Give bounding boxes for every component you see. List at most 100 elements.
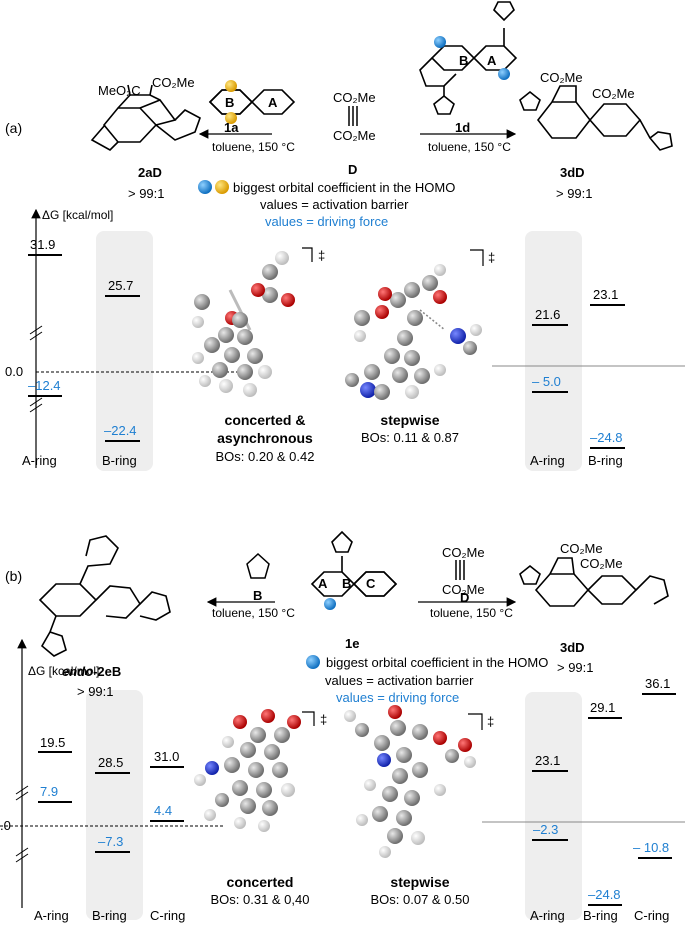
- panel-b-right-a-driving: –2.3: [533, 822, 559, 837]
- panel-b-left-conditions: toluene, 150 °C: [212, 606, 295, 620]
- panel-b-legend-driving: values = driving force: [336, 690, 460, 705]
- panel-b-alkyne-D: [455, 560, 465, 580]
- panel-a-left-a-driving: –12.4: [28, 378, 61, 393]
- panel-b-ts-right-title: stepwise: [390, 874, 450, 890]
- panel-a-ts-right-title: stepwise: [380, 412, 440, 428]
- panel-b-ts-brackets: [302, 711, 483, 730]
- panel-b-right-product-label: 3dD: [560, 640, 585, 655]
- panel-a-right-ester-1: CO₂Me: [540, 70, 583, 85]
- panel-a-reactant-1a-label: 1a: [224, 120, 239, 135]
- panel-a-ts-left-molecule: [192, 251, 295, 397]
- panel-b-label: (b): [5, 568, 23, 584]
- panel-a-zero-label: 0.0: [5, 364, 24, 379]
- panel-a-1d-orbital-lobes: [434, 36, 510, 80]
- panel-b-ts-left-bos: BOs: 0.31 & 0,40: [210, 892, 310, 907]
- panel-a-legend-driving: values = driving force: [265, 214, 389, 229]
- panel-a-ts-brackets: [302, 247, 484, 266]
- panel-b-right-a-ring-label: A-ring: [530, 908, 565, 923]
- panel-a-left-a-barrier: 31.9: [30, 237, 56, 252]
- panel-a-ts-left-bos: BOs: 0.20 & 0.42: [215, 449, 315, 464]
- panel-b-left-ts-ddagger: ‡: [320, 712, 328, 727]
- panel-a-ring-b-label: B: [225, 95, 235, 110]
- panel-a-reactant-1d-structure: [419, 1, 518, 115]
- panel-b-left-a-ring-label: A-ring: [34, 908, 69, 923]
- panel-b-left-a-barrier: 19.5: [40, 735, 66, 750]
- panel-b-left-c-barrier: 31.0: [154, 749, 180, 764]
- panel-b-energy-levels: [38, 693, 676, 906]
- panel-a-right-product-label: 3dD: [560, 165, 585, 180]
- panel-a-right-product-structure: [519, 85, 673, 151]
- panel-a-right-conditions: toluene, 150 °C: [428, 140, 511, 154]
- panel-b-legend-lobe: [306, 655, 320, 669]
- panel-a-alkyne-bottom-ester: CO₂Me: [333, 128, 376, 143]
- panel-b-right-b-barrier: 29.1: [590, 700, 616, 715]
- panel-a-right-b-ring-label: B-ring: [588, 453, 623, 468]
- panel-b-ring-c-label: C: [366, 576, 376, 591]
- panel-b-left-c-ring-label: C-ring: [150, 908, 186, 923]
- panel-b-right-ts-ddagger: ‡: [487, 714, 495, 729]
- panel-a-right-ratio: > 99:1: [556, 186, 593, 201]
- panel-a-legend-text: biggest orbital coefficient in the HOMO: [233, 180, 456, 195]
- panel-a-ts-right-molecule: [345, 264, 482, 400]
- panel-a-axis-label: ΔG [kcal/mol]: [42, 208, 114, 222]
- panel-a-ts-right-bos: BOs: 0.11 & 0.87: [360, 430, 460, 445]
- panel-a-left-a-ring-label: A-ring: [22, 453, 57, 468]
- panel-b-reactant-1e-structure: [310, 530, 398, 597]
- panel-b-maleic-anhydride: [246, 552, 270, 579]
- panel-a-legend-barrier: values = activation barrier: [260, 197, 409, 212]
- panel-b-left-b-barrier: 28.5: [98, 755, 124, 770]
- panel-b-zero-label: .0: [0, 818, 11, 833]
- panel-a-right-ester-2: CO₂Me: [592, 86, 635, 101]
- panel-a-right-a-barrier: 21.6: [535, 307, 561, 322]
- panel-a-left-b-driving: –22.4: [104, 423, 137, 438]
- panel-a-left-ester-2: CO₂Me: [152, 75, 195, 90]
- panel-b-left-b-ring-band: [86, 690, 143, 920]
- panel-a-left-b-ring-band: [96, 231, 153, 471]
- panel-a-left-axis: [29, 208, 43, 468]
- panel-b-right-c-barrier: 36.1: [645, 676, 671, 691]
- panel-a-left-conditions: toluene, 150 °C: [212, 140, 295, 154]
- panel-b-left-product-structure: [38, 535, 171, 657]
- panel-b-right-c-driving: – 10.8: [633, 840, 670, 855]
- panel-b-ts-left-title: concerted: [226, 874, 294, 890]
- panel-b-axis-label: ΔG [kcal/mol]: [28, 664, 100, 678]
- panel-a-ts-left-title-2: asynchronous: [217, 430, 313, 446]
- panel-b-right-a-barrier: 23.1: [535, 753, 561, 768]
- panel-b-ts-right-bos: BOs: 0.07 & 0.50: [370, 892, 470, 907]
- panel-b-alkyne-top-ester: CO₂Me: [442, 545, 485, 560]
- panel-b-left-product-suffix: -2eB: [93, 664, 122, 679]
- panel-b-left-c-driving: 4.4: [154, 803, 173, 818]
- panel-b-left-axis: [15, 638, 29, 908]
- panel-b-reactant-1e-label: 1e: [345, 636, 360, 651]
- panel-b-right-product-structure: [519, 557, 669, 607]
- panel-b-ts-right-molecule: [344, 705, 476, 858]
- panel-b-reagent-d-label: D: [460, 590, 470, 605]
- panel-b-legend-text: biggest orbital coefficient in the HOMO: [326, 655, 549, 670]
- panel-a-right-a-ring-band: [525, 231, 582, 471]
- panel-b-ring-b-label: B: [342, 576, 352, 591]
- panel-a-left-product-label: 2aD: [138, 165, 162, 180]
- panel-a-energy-levels: [28, 254, 625, 449]
- panel-b-reagent-b-label: B: [253, 588, 263, 603]
- panel-b-left-product-label: endo-2eB: [62, 664, 121, 679]
- panel-b-ts-left-molecule: [194, 709, 301, 832]
- panel-b-legend-barrier: values = activation barrier: [325, 673, 474, 688]
- panel-a-ring-a-label: A: [268, 95, 278, 110]
- panel-a-left-b-barrier: 25.7: [108, 278, 134, 293]
- panel-a-ts-left-title-1: concerted &: [224, 412, 306, 428]
- panel-a-legend-lobes: [198, 180, 229, 194]
- panel-a-reagent-d-label: D: [348, 162, 358, 177]
- panel-a-right-a-ring-label: A-ring: [530, 453, 565, 468]
- panel-a-left-ester-1: MeO₂C: [98, 83, 141, 98]
- panel-a-reactant-1d-label: 1d: [455, 120, 471, 135]
- panel-b-right-b-ring-label: B-ring: [583, 908, 618, 923]
- panel-a-alkyne-D: [348, 106, 358, 126]
- panel-b-left-a-driving: 7.9: [40, 784, 59, 799]
- panel-a-right-b-barrier: 23.1: [593, 287, 619, 302]
- panel-b-ring-a-label: A: [318, 576, 328, 591]
- panel-b-right-ester-2: CO₂Me: [580, 556, 623, 571]
- panel-b-left-ratio: > 99:1: [77, 684, 114, 699]
- panel-a-right-b-driving: –24.8: [590, 430, 623, 445]
- panel-b-right-b-driving: –24.8: [588, 887, 621, 902]
- panel-a-reactant-1a-structure: [208, 89, 296, 115]
